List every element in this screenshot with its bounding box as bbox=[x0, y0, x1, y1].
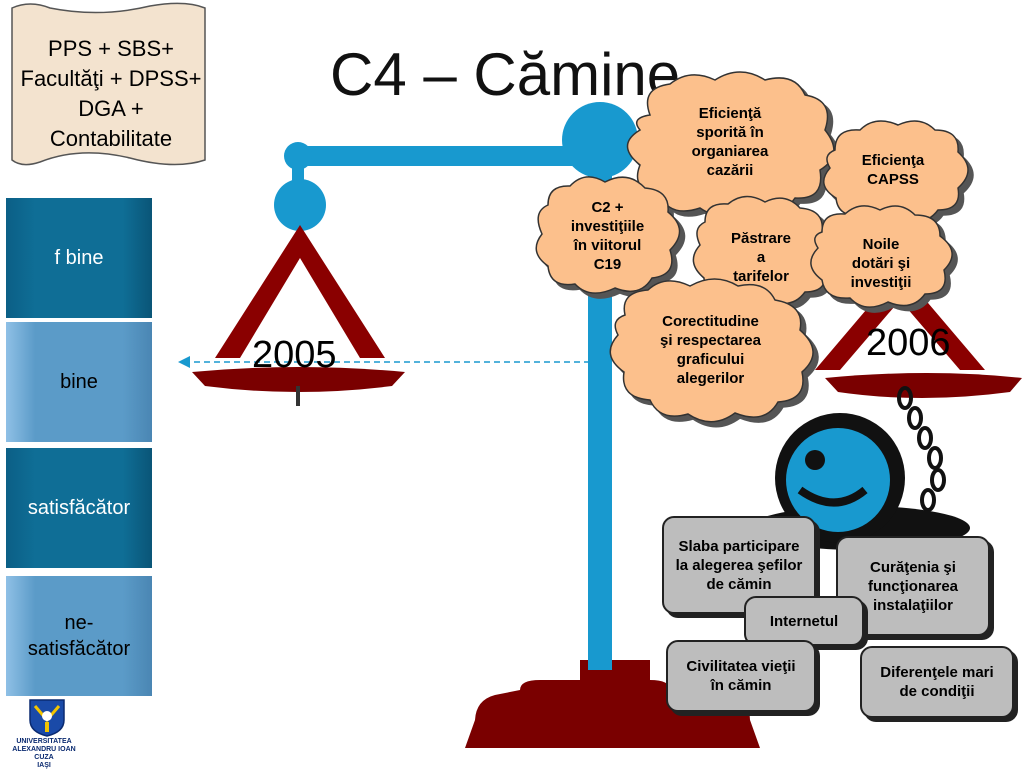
cloud-eficienta-sporita bbox=[626, 71, 835, 218]
university-logo-text: UNIVERSITATEA ALEXANDRU IOAN CUZA IAŞI bbox=[12, 738, 76, 769]
rating-satisfacator: satisfăcător bbox=[6, 448, 152, 568]
cloud-corectitudine-text: Corectitudine şi respectarea graficului … bbox=[660, 313, 761, 387]
chain bbox=[897, 386, 946, 512]
rating-f-bine: f bine bbox=[6, 198, 152, 318]
left-pan bbox=[192, 367, 405, 392]
rating-ne-satisfacator: ne- satisfăcător bbox=[6, 576, 152, 696]
cloud-pastrare-tarifelor-text: Păstrare a tarifelor bbox=[730, 229, 792, 285]
cloud-c2-investitiile bbox=[535, 176, 681, 294]
cloud-pastrare-tarifelor bbox=[692, 195, 834, 306]
cloud-corectitudine bbox=[609, 278, 814, 423]
rating-bine: bine bbox=[6, 322, 152, 442]
cloud-eficienta-capss-text: Eficienţa CAPSS bbox=[861, 152, 925, 188]
cloud-noile-dotari bbox=[810, 205, 953, 308]
right-pan bbox=[825, 373, 1022, 398]
cloud-eficienta-sporita-text: Eficienţă sporită în organiarea cazării bbox=[691, 105, 769, 179]
university-logo bbox=[29, 699, 65, 737]
box-internetul: Internetul bbox=[744, 596, 864, 646]
page-title: C4 – Cămine bbox=[330, 41, 681, 108]
scroll-text: PPS + SBS+ Facultăţi + DPSS+ DGA + Conta… bbox=[20, 36, 202, 151]
box-curatenia: Curăţenia şi funcţionarea instalaţiilor bbox=[836, 536, 990, 636]
cloud-noile-dotari-text: Noile dotări şi investiţii bbox=[850, 235, 912, 291]
rating-f-bine-label: f bine bbox=[54, 246, 104, 269]
rating-satisfacator-label: satisfăcător bbox=[27, 496, 131, 519]
cloud-eficienta-capss bbox=[823, 120, 969, 224]
rating-ne-satisfacator-label: ne- satisfăcător bbox=[27, 612, 131, 660]
rating-bine-label: bine bbox=[60, 370, 98, 393]
scroll-shape bbox=[11, 2, 206, 166]
left-pan-hanger bbox=[215, 225, 385, 358]
year-right: 2006 bbox=[866, 322, 951, 364]
box-civilitatea: Civilitatea vieţii în cămin bbox=[666, 640, 816, 712]
scale-beam bbox=[298, 146, 598, 166]
box-diferentele: Diferenţele mari de condiţii bbox=[860, 646, 1014, 718]
cloud-c2-investitiile-text: C2 + investiţiile în viitorul C19 bbox=[570, 199, 645, 273]
year-left: 2005 bbox=[252, 334, 337, 376]
